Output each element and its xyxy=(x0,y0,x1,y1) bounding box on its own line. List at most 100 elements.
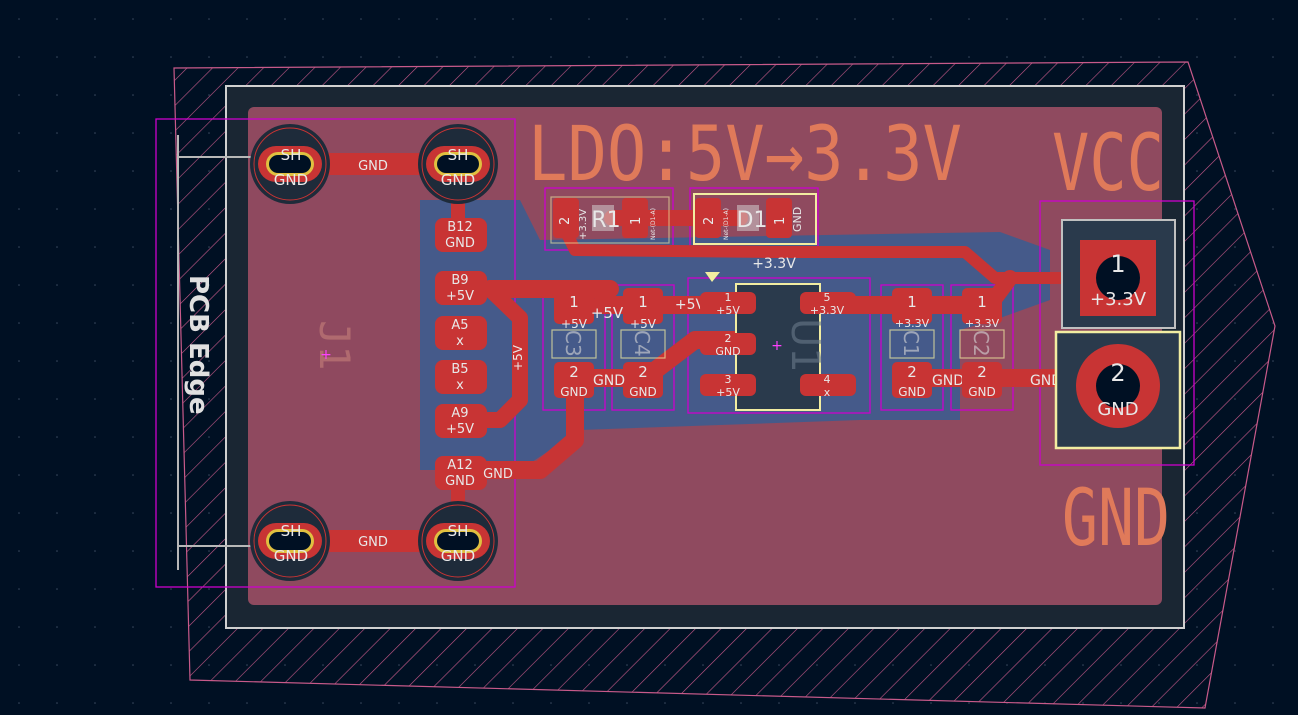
j1-reference: J1 xyxy=(310,320,359,371)
pin-b5-name: B5 xyxy=(451,362,468,377)
pad-a12[interactable] xyxy=(435,456,487,490)
shield-tr-net: GND xyxy=(441,171,475,189)
capacitor-c2[interactable]: C2 1 +3.3V 2 GND GND xyxy=(959,288,1062,399)
c2-courtyard xyxy=(950,284,1014,411)
pin-b9-net: +5V xyxy=(446,289,474,304)
header-pin-1[interactable] xyxy=(1080,240,1156,316)
bottom-link-net: GND xyxy=(358,535,388,550)
usb-body xyxy=(250,130,410,570)
c4-pad-1[interactable] xyxy=(623,288,663,324)
d1-pad2-num: 2 xyxy=(702,217,717,225)
pin-a12-net: GND xyxy=(445,474,475,489)
shield-pad-top-right[interactable] xyxy=(418,124,498,204)
c1-pad1-net: +3.3V xyxy=(895,317,930,330)
c3-ref: C3 xyxy=(561,330,585,357)
pin-a5-name: A5 xyxy=(451,318,468,333)
c3-pad-2[interactable] xyxy=(554,362,594,398)
c1-track-gnd: GND xyxy=(932,373,964,389)
r1-pad2-num: 2 xyxy=(558,217,573,225)
pad-a5[interactable] xyxy=(435,316,487,350)
c2-pad1-num: 1 xyxy=(977,293,987,311)
pad-b12[interactable] xyxy=(435,218,487,252)
c1-fab xyxy=(889,329,935,359)
c4-fab xyxy=(620,329,666,359)
pin-b12-net: GND xyxy=(445,236,475,251)
c4-pad-2[interactable] xyxy=(623,362,663,398)
shield-bl-name: SH xyxy=(281,522,302,540)
c2-fab xyxy=(959,329,1005,359)
shield-br-net: GND xyxy=(441,547,475,565)
shield-bl-net: GND xyxy=(274,547,308,565)
u1-pin-3[interactable] xyxy=(700,374,756,396)
r1-body xyxy=(592,205,614,231)
usb-pad-labels: SH GND SH GND SH GND SH GND GND GND B12 … xyxy=(274,146,525,565)
header-pin2-net: GND xyxy=(1097,399,1138,420)
vcc-label: VCC xyxy=(1052,119,1164,209)
pin-b5-net: x xyxy=(456,378,464,393)
pin-a5-net: x xyxy=(456,334,464,349)
pad-a9[interactable] xyxy=(435,404,487,438)
u1-pin1-num: 1 xyxy=(725,291,732,304)
c3-pad-1[interactable] xyxy=(554,288,594,324)
c3-pad1-net: +5V xyxy=(561,317,588,331)
u1-pin3-num: 3 xyxy=(725,373,732,386)
u1-pin-5[interactable] xyxy=(800,292,856,314)
pin-b12-name: B12 xyxy=(447,220,472,235)
r1-pad2-net: +3.3V xyxy=(578,209,589,240)
board-title: LDO:5V→3.3V xyxy=(528,109,962,198)
c4-track-gnd: GND xyxy=(593,373,625,389)
capacitor-c1[interactable]: C1 1 +3.3V 2 GND GND xyxy=(889,288,964,399)
resistor-r1[interactable]: R1 2 +3.3V 1 Net-(D1-A) xyxy=(550,196,670,244)
shield-tl-net: GND xyxy=(274,171,308,189)
usb-gnd-track-label: GND xyxy=(483,467,513,482)
u1-pin4-net: x xyxy=(824,386,831,399)
c1-pad-2[interactable] xyxy=(892,362,932,398)
capacitor-c4[interactable]: C4 1 +5V 2 GND +5V GND xyxy=(593,288,706,399)
u1-pin-1[interactable] xyxy=(700,292,756,314)
shield-tl-name: SH xyxy=(281,146,302,164)
regulator-u1[interactable]: U1 + 1 +5V 2 GND 3 +5V 4 x 5 +3.3V xyxy=(700,272,856,411)
u1-pin-2[interactable] xyxy=(700,333,756,355)
header-pin1-net: +3.3V xyxy=(1090,289,1147,310)
u1-anchor-icon: + xyxy=(771,338,783,354)
c4-pad1-num: 1 xyxy=(638,293,648,311)
r1-pad-2[interactable] xyxy=(553,198,579,238)
u1-pin-4[interactable] xyxy=(800,374,856,396)
shield-pad-bottom-left[interactable] xyxy=(250,501,330,581)
d1-pad2-net: Net-(D1-A) xyxy=(723,208,730,240)
header-pin-2[interactable] xyxy=(1076,344,1160,428)
c2-pad-1[interactable] xyxy=(962,288,1002,324)
c1-pad-1[interactable] xyxy=(892,288,932,324)
usb-connector[interactable]: SH GND SH GND SH GND SH GND GND GND B12 … xyxy=(250,124,525,581)
d1-pad-2[interactable] xyxy=(695,198,721,238)
led-d1[interactable]: D1 2 Net-(D1-A) 1 GND xyxy=(693,193,817,245)
r1-pad-1[interactable] xyxy=(622,198,648,238)
pad-b9[interactable] xyxy=(435,271,487,305)
shield-pad-bottom-right[interactable] xyxy=(418,501,498,581)
r1-fab xyxy=(550,196,670,244)
pin-b9-name: B9 xyxy=(451,273,468,288)
pin-a12-name: A12 xyxy=(447,458,472,473)
c2-pad-2[interactable] xyxy=(962,362,1002,398)
c4-pad1-net: +5V xyxy=(630,317,657,331)
capacitor-c3[interactable]: C3 1 +5V 2 GND +5V xyxy=(551,288,624,399)
u1-pin5-net: +3.3V xyxy=(810,304,845,317)
c4-ref: C4 xyxy=(630,330,654,357)
u1-pin-labels: 1 +5V 2 GND 3 +5V 4 x 5 +3.3V xyxy=(715,291,844,399)
gnd-label: GND xyxy=(1062,474,1170,564)
header-pin1-num: 1 xyxy=(1110,250,1125,278)
pin-header[interactable]: 1 +3.3V 2 GND xyxy=(1054,219,1182,450)
c2-track-gnd: GND xyxy=(1030,373,1062,389)
u1-pin1-marker xyxy=(705,272,720,282)
c4-track-5v: +5V xyxy=(675,297,706,313)
usb-signal-pads[interactable] xyxy=(435,218,487,490)
pcb-edge-label: PCB Edge xyxy=(183,275,213,415)
d1-pad-1[interactable] xyxy=(766,198,792,238)
shield-pad-top-left[interactable] xyxy=(250,124,330,204)
u1-pin2-net: GND xyxy=(715,345,740,358)
pad-b5[interactable] xyxy=(435,360,487,394)
c1-ref: C1 xyxy=(899,330,923,357)
d1-pad1-num: 1 xyxy=(773,217,788,225)
header-pin2-num: 2 xyxy=(1110,359,1125,387)
